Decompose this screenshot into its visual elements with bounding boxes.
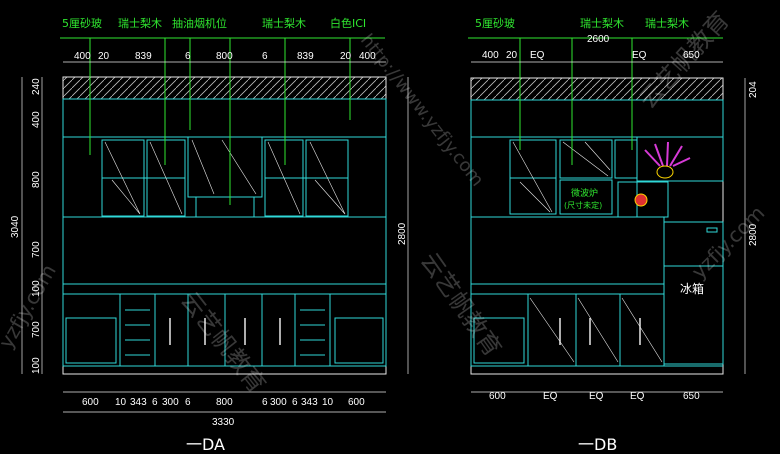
label-a-1: 瑞士梨木 [118, 16, 162, 30]
top-dim-b-4: EQ [632, 50, 647, 61]
backsplash-tile-b [470, 216, 665, 285]
fridge-label: 冰箱 [680, 281, 704, 296]
watermark-text: 云艺帆教育 [175, 286, 271, 398]
bottom-dim-a-4: 300 [162, 397, 179, 408]
countertop-b [470, 283, 665, 295]
bottom-dim-b-4: 650 [683, 391, 700, 402]
hood-cabinet-a [187, 136, 263, 198]
top-dim-b-5: 650 [683, 50, 700, 61]
left-dim-a-7: 100 [31, 357, 42, 374]
bottom-dim-a-11: 10 [322, 397, 334, 408]
elevation-b: 微波炉 (尺寸未定) 冰箱 5厘砂玻 瑞士梨木 瑞士梨木 [468, 16, 759, 454]
bottom-dim-b-2: EQ [589, 391, 604, 402]
top-dim-a-2: 839 [135, 51, 152, 62]
upper-cabinet-band-a [62, 98, 387, 138]
upper-cabinet-a [62, 136, 387, 218]
watermark-text: 云艺帆教育 [415, 247, 507, 361]
title-b: 一DB [578, 435, 617, 454]
microwave [559, 179, 613, 215]
left-dim-a-0: 240 [31, 78, 42, 95]
watermark-text: http://www.yzfjy.com [356, 30, 488, 190]
soffit-hatch-b [470, 77, 724, 101]
top-dim-a-8: 400 [359, 51, 376, 62]
bottom-dim-a-3: 6 [152, 397, 158, 408]
bottom-dim-b-3: EQ [630, 391, 645, 402]
top-dim-a-4: 800 [216, 51, 233, 62]
base-cabinets-b [470, 293, 665, 367]
total-width-a: 3330 [212, 417, 235, 428]
bottom-dim-a-7: 6 [262, 397, 268, 408]
open-shelf [636, 136, 724, 182]
left-dim-a-2: 800 [31, 171, 42, 188]
top-dim-b-0: 400 [482, 50, 499, 61]
fridge [663, 221, 724, 365]
left-dim-a-3: 3040 [10, 215, 21, 238]
label-a-2: 抽油烟机位 [172, 16, 227, 30]
watermark-layer: 云艺帆教育 http://www.yzfjy.com 云艺帆教育 yzfjy.c… [0, 6, 769, 398]
microwave-note: (尺寸未定) [564, 200, 602, 210]
bottom-dim-a-5: 6 [185, 397, 191, 408]
label-a-3: 瑞士梨木 [262, 16, 306, 30]
top-dim-b-3: 2600 [587, 34, 610, 45]
left-dim-a-4: 700 [31, 241, 42, 258]
backsplash-tile-a [62, 216, 387, 285]
upper-cabinet-band-b [470, 99, 724, 138]
top-dim-a-7: 20 [340, 51, 352, 62]
label-a-4: 白色ICI [330, 16, 366, 30]
right-dim-b-1: 2800 [748, 223, 759, 246]
elevation-a: 5厘砂玻 瑞士梨木 抽油烟机位 瑞士梨木 白色ICI 400 20 839 6 … [10, 16, 409, 454]
label-a-0: 5厘砂玻 [62, 17, 102, 30]
lantern-icon [634, 193, 648, 207]
left-dim-a-1: 400 [31, 111, 42, 128]
top-dim-a-1: 20 [98, 51, 110, 62]
top-dim-b-1: 20 [506, 50, 518, 61]
bottom-dim-a-2: 343 [130, 397, 147, 408]
vase-icon [656, 165, 674, 179]
top-dim-a-6: 839 [297, 51, 314, 62]
microwave-label: 微波炉 [571, 187, 598, 199]
bottom-dim-a-0: 600 [82, 397, 99, 408]
top-dim-a-5: 6 [262, 51, 268, 62]
right-dim-a-0: 2800 [397, 222, 408, 245]
title-a: 一DA [186, 435, 225, 454]
soffit-hatch-a [62, 76, 387, 100]
left-dim-a-5: 100 [31, 280, 42, 297]
hood-a [195, 196, 255, 218]
top-dim-b-2: EQ [530, 50, 545, 61]
bottom-dim-a-1: 10 [115, 397, 127, 408]
label-b-1: 瑞士梨木 [580, 16, 624, 30]
bottom-dim-a-10: 343 [301, 397, 318, 408]
label-b-2: 瑞士梨木 [645, 16, 689, 30]
left-dim-a-6: 700 [31, 321, 42, 338]
leader-lines-a [89, 38, 351, 205]
top-dim-a-0: 400 [74, 51, 91, 62]
leader-lines-b [519, 38, 633, 165]
bottom-dim-a-6: 800 [216, 397, 233, 408]
top-dim-a-3: 6 [185, 51, 191, 62]
countertop-a [62, 283, 387, 295]
right-dim-b-0: 204 [748, 81, 759, 98]
bottom-dim-b-1: EQ [543, 391, 558, 402]
bottom-dim-a-12: 600 [348, 397, 365, 408]
label-b-0: 5厘砂玻 [475, 17, 515, 30]
bottom-dim-a-8: 300 [270, 397, 287, 408]
wall-outline-b [470, 77, 724, 375]
plant-icon [644, 141, 691, 167]
bottom-dim-a-9: 6 [292, 397, 298, 408]
bottom-dim-b-0: 600 [489, 391, 506, 402]
